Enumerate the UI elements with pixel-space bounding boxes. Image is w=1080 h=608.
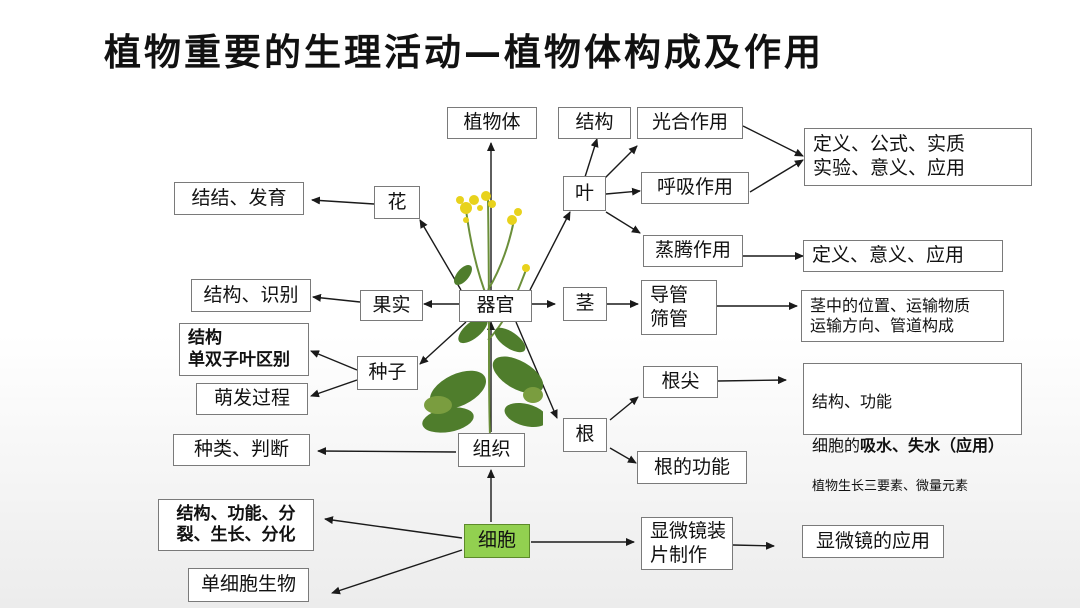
arrow-hua-jiejie <box>311 196 375 205</box>
arrow-qiguan-hua <box>419 219 462 291</box>
node-jing: 茎 <box>563 287 607 321</box>
arrow-zhongzi-jiegou <box>310 350 358 371</box>
arrow-gen-gongneng <box>609 447 637 464</box>
node-xibao-jiegou: 结构、功能、分 裂、生长、分化 <box>158 499 314 551</box>
arrow-ye-huxi <box>605 187 641 196</box>
node-gen-gongneng: 根的功能 <box>637 451 747 484</box>
node-genjian-info: 结构、功能 细胞的吸水、失水（应用） 植物生长三要素、微量元素 <box>803 363 1022 494</box>
node-danxibao: 单细胞生物 <box>188 568 309 602</box>
arrow-guanghe-dingyi <box>742 125 804 157</box>
arrow-genjian-info <box>717 376 787 385</box>
arrow-xianwei-yingyong <box>732 541 775 550</box>
node-jing-info: 茎中的位置、运输物质 运输方向、管道构成 <box>801 290 1004 342</box>
node-daoguan-shaiguan: 导管 筛管 <box>641 280 717 335</box>
node-genjian: 根尖 <box>643 366 718 398</box>
node-zhongzi-jiegou: 结构 单双子叶区别 <box>179 323 309 376</box>
arrow-ye-zhengteng <box>605 211 641 234</box>
node-hua: 花 <box>374 186 420 219</box>
arrow-qiguan-ye <box>529 211 571 291</box>
genjian-info-line1: 结构、功能 <box>812 391 893 411</box>
node-guoshi: 果实 <box>360 290 423 321</box>
arrow-zhongzi-mengfa <box>310 379 358 398</box>
genjian-info-line2-bold: 吸水、失水（应用） <box>860 435 1005 455</box>
node-zhengteng: 蒸腾作用 <box>643 235 743 267</box>
arrow-ye-guanghe <box>602 145 638 181</box>
node-zuzhi: 组织 <box>458 433 525 467</box>
arrow-ye-jiegou <box>584 138 599 178</box>
arrow-guoshi-jiegou <box>312 293 361 303</box>
arrow-xibao-danxibao <box>331 549 463 595</box>
node-mengfa: 萌发过程 <box>196 383 308 415</box>
node-zhiwuti: 植物体 <box>447 107 537 139</box>
node-zhonglei-panduan: 种类、判断 <box>173 434 310 466</box>
arrow-qiguan-zhongzi <box>419 321 467 365</box>
node-xianwei-yingyong: 显微镜的应用 <box>802 525 944 558</box>
node-huxi: 呼吸作用 <box>641 172 749 204</box>
node-ye-jiegou: 结构 <box>558 107 631 139</box>
page-title: 植物重要的生理活动—植物体构成及作用 <box>104 31 824 74</box>
node-dingyi-yiyi: 定义、意义、应用 <box>803 240 1003 272</box>
rapeseed-plant-illustration <box>422 191 543 440</box>
node-guanghe: 光合作用 <box>637 107 743 139</box>
node-dingyi-gongshi: 定义、公式、实质 实验、意义、应用 <box>804 128 1032 186</box>
genjian-info-line2-pre: 细胞的 <box>812 435 861 455</box>
node-jiegou-shibie: 结构、识别 <box>191 279 311 312</box>
arrow-huxi-dingyi <box>749 159 804 193</box>
arrow-xibao-jiegou <box>324 516 463 539</box>
node-xianwei-zhuangpian: 显微镜装 片制作 <box>641 517 733 570</box>
genjian-info-line3: 植物生长三要素、微量元素 <box>812 479 969 495</box>
arrow-gen-genjian <box>609 396 639 421</box>
arrow-qiguan-gen <box>515 321 558 419</box>
node-jiejie-fayu: 结结、发育 <box>174 182 304 215</box>
node-gen: 根 <box>563 418 607 452</box>
arrow-zuzhi-zhonglei <box>317 447 457 456</box>
node-qiguan: 器官 <box>459 290 532 322</box>
node-xibao: 细胞 <box>464 524 530 558</box>
node-ye: 叶 <box>563 176 606 211</box>
node-zhongzi: 种子 <box>357 356 418 390</box>
